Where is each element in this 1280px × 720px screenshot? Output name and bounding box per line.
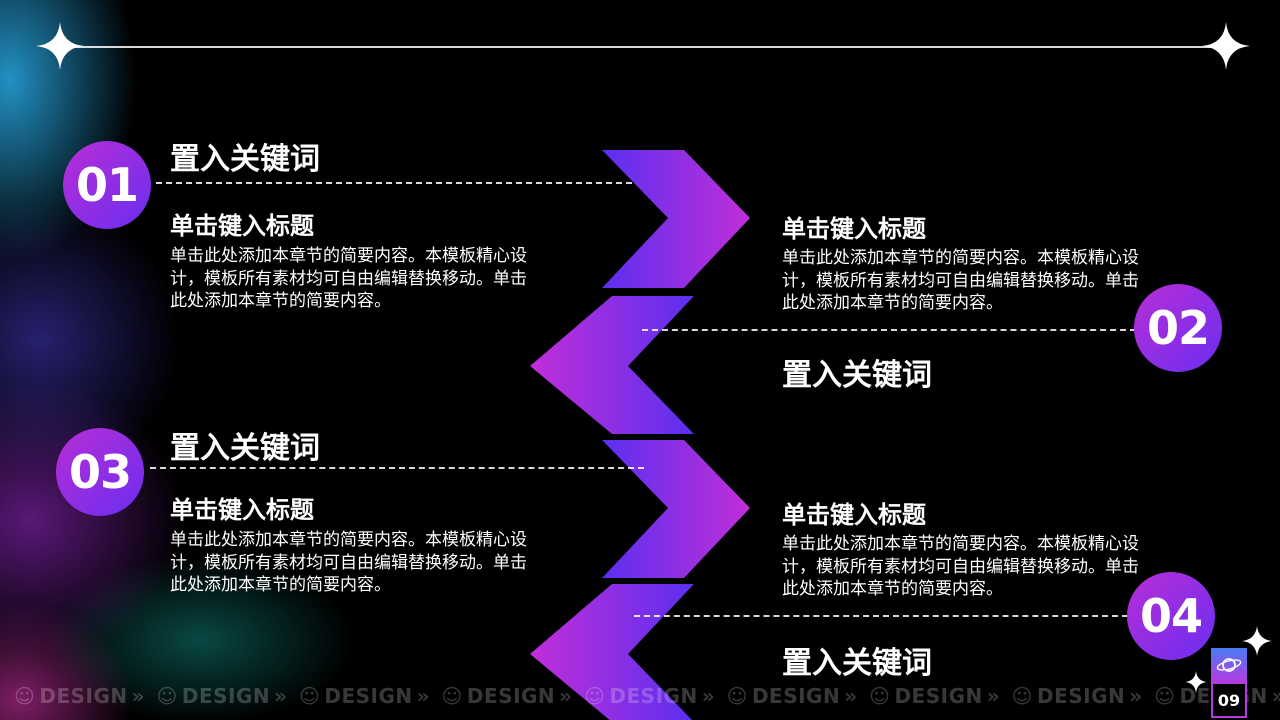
footer-word: DESIGN bbox=[324, 684, 413, 708]
page-number-box: 09 bbox=[1211, 648, 1247, 718]
footer-separator: » bbox=[559, 684, 573, 708]
smiley-icon: ☺ bbox=[869, 684, 891, 708]
footer-separator: » bbox=[844, 684, 858, 708]
item-body-text[interactable]: 单击此处添加本章节的简要内容。本模板精心设计，模板所有素材均可自由编辑替换移动。… bbox=[782, 534, 1139, 599]
item-title[interactable]: 单击键入标题 bbox=[170, 496, 314, 524]
smiley-icon: ☺ bbox=[299, 684, 321, 708]
chevron-left-shape bbox=[530, 584, 694, 720]
chevron-right-shape bbox=[602, 440, 750, 578]
dashed-divider bbox=[156, 182, 632, 184]
smiley-icon: ☺ bbox=[1154, 684, 1176, 708]
sparkle-icon bbox=[1185, 671, 1207, 693]
item-body-text[interactable]: 单击此处添加本章节的简要内容。本模板精心设计，模板所有素材均可自由编辑替换移动。… bbox=[170, 246, 527, 311]
footer-word: DESIGN bbox=[609, 684, 698, 708]
item-body-text[interactable]: 单击此处添加本章节的简要内容。本模板精心设计，模板所有素材均可自由编辑替换移动。… bbox=[170, 530, 527, 595]
page-box-header bbox=[1211, 648, 1247, 682]
keyword-label[interactable]: 置入关键词 bbox=[782, 358, 932, 393]
sparkle-icon bbox=[1202, 22, 1250, 70]
footer-word: DESIGN bbox=[39, 684, 128, 708]
footer-word: DESIGN bbox=[751, 684, 841, 708]
step-number-badge: 03 bbox=[56, 428, 144, 516]
footer-separator: » bbox=[416, 684, 431, 708]
footer-word: DESIGN bbox=[1036, 684, 1126, 708]
step-number-badge: 02 bbox=[1134, 284, 1222, 372]
chevron-left-shape bbox=[530, 296, 694, 434]
footer-word: DESIGN bbox=[466, 684, 556, 708]
item-title[interactable]: 单击键入标题 bbox=[782, 501, 926, 529]
footer-separator: » bbox=[986, 684, 1001, 708]
planet-icon bbox=[1216, 658, 1242, 672]
smiley-icon: ☺ bbox=[1011, 684, 1033, 708]
footer-separator: » bbox=[274, 684, 288, 708]
dashed-divider bbox=[634, 615, 1128, 617]
step-number-badge: 04 bbox=[1127, 572, 1215, 660]
footer-separator: » bbox=[1129, 684, 1143, 708]
item-title[interactable]: 单击键入标题 bbox=[782, 215, 926, 243]
top-divider-line bbox=[60, 46, 1230, 48]
step-number-badge: 01 bbox=[63, 141, 151, 229]
page-number: 09 bbox=[1211, 682, 1247, 718]
keyword-label[interactable]: 置入关键词 bbox=[170, 142, 320, 177]
footer-word: DESIGN bbox=[894, 684, 983, 708]
keyword-label[interactable]: 置入关键词 bbox=[782, 646, 932, 681]
footer-separator: » bbox=[131, 684, 146, 708]
sparkle-icon bbox=[36, 22, 84, 70]
sparkle-icon bbox=[1242, 626, 1272, 656]
footer-word: DESIGN bbox=[181, 684, 271, 708]
item-body-text[interactable]: 单击此处添加本章节的简要内容。本模板精心设计，模板所有素材均可自由编辑替换移动。… bbox=[782, 248, 1139, 313]
item-title[interactable]: 单击键入标题 bbox=[170, 212, 314, 240]
smiley-icon: ☺ bbox=[584, 684, 606, 708]
smiley-icon: ☺ bbox=[726, 684, 748, 708]
smiley-icon: ☺ bbox=[441, 684, 463, 708]
footer-separator: » bbox=[1272, 684, 1280, 708]
footer-separator: » bbox=[701, 684, 716, 708]
smiley-icon: ☺ bbox=[156, 684, 178, 708]
footer-design-band: ☺DESIGN» ☺DESIGN» ☺DESIGN» ☺DESIGN» ☺DES… bbox=[14, 684, 1280, 708]
chevron-right-shape bbox=[602, 150, 750, 288]
smiley-icon: ☺ bbox=[14, 684, 36, 708]
keyword-label[interactable]: 置入关键词 bbox=[170, 431, 320, 466]
dashed-divider bbox=[150, 467, 644, 469]
dashed-divider bbox=[642, 329, 1136, 331]
